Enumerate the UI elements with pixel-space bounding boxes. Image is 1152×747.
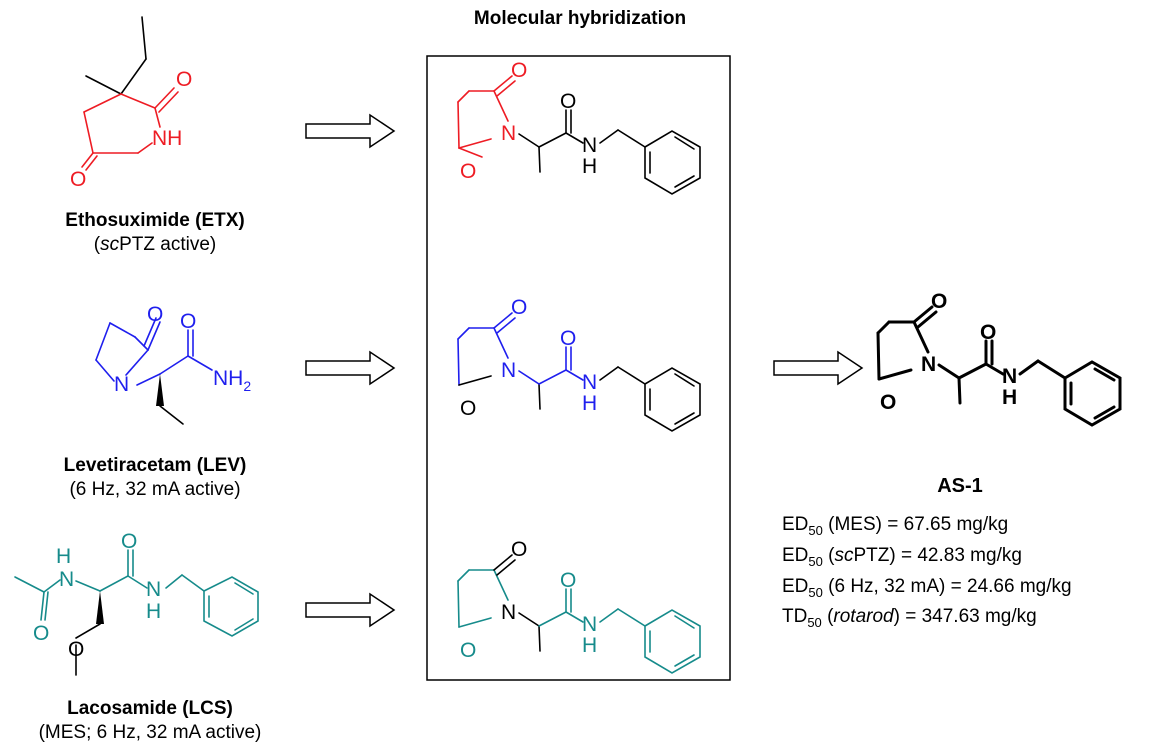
lcs-activity: (MES; 6 Hz, 32 mA active) <box>38 722 262 743</box>
as1-o2: O <box>880 391 896 414</box>
arrow-etx <box>305 114 395 148</box>
etx-label: Ethosuximide (ETX) (scPTZ active) <box>40 209 270 257</box>
as1-h: H <box>1002 386 1017 409</box>
hyb2-n2: N <box>582 371 597 394</box>
hybrid-lcs-structure <box>457 554 701 674</box>
hyb3-n: N <box>501 601 516 624</box>
hyb2-n: N <box>501 359 516 382</box>
lcs-o-acetyl: O <box>33 622 49 645</box>
hyb1-o2: O <box>460 160 476 183</box>
lev-label: Levetiracetam (LEV) (6 Hz, 32 mA active) <box>40 454 270 502</box>
lcs-o-methoxy: O <box>68 638 84 661</box>
hybrid-lev-structure <box>457 312 701 432</box>
hyb3-o2: O <box>460 639 476 662</box>
hyb2-o1: O <box>511 296 527 319</box>
lev-o-amide: O <box>180 310 196 333</box>
lcs-name: Lacosamide (LCS) <box>67 698 233 719</box>
hyb2-o2: O <box>460 397 476 420</box>
hyb3-n2: N <box>582 613 597 636</box>
as1-o1: O <box>931 290 947 313</box>
diagram-title: Molecular hybridization <box>473 8 687 29</box>
product-name: AS-1 <box>937 475 983 497</box>
hyb1-o3: O <box>560 90 576 113</box>
lcs-n2: N <box>146 578 161 601</box>
as1-o3: O <box>980 321 996 344</box>
lcs-h: H <box>56 545 71 568</box>
lcs-label: Lacosamide (LCS) (MES; 6 Hz, 32 mA activ… <box>20 697 280 745</box>
lev-n: N <box>114 373 129 396</box>
arrow-lcs <box>305 593 395 627</box>
etx-o1: O <box>176 68 192 91</box>
lcs-structure <box>14 549 259 676</box>
hyb1-h: H <box>582 155 597 178</box>
result-row-0: ED50 (MES) = 67.65 mg/kg <box>782 514 1009 538</box>
as1-structure <box>876 305 1122 427</box>
hyb1-n: N <box>501 122 516 145</box>
result-row-1: ED50 (scPTZ) = 42.83 mg/kg <box>782 544 1022 569</box>
lev-name: Levetiracetam (LEV) <box>63 455 247 476</box>
hyb3-o3: O <box>560 569 576 592</box>
hyb1-o1: O <box>511 59 527 82</box>
lcs-o-amide: O <box>121 530 137 553</box>
lcs-h2: H <box>146 600 161 623</box>
etx-o2: O <box>70 168 86 191</box>
hyb3-h: H <box>582 634 597 657</box>
as1-n2: N <box>1002 365 1017 388</box>
hybrid-etx-structure <box>457 75 701 195</box>
hyb3-o1: O <box>511 538 527 561</box>
etx-activity: (scPTZ active) <box>93 234 217 255</box>
lev-nh2: NH2 <box>213 367 251 394</box>
arrow-product <box>773 351 863 385</box>
arrow-lev <box>305 351 395 385</box>
etx-structure <box>81 16 179 171</box>
etx-nh: NH <box>152 127 182 150</box>
lev-o-ring: O <box>147 303 163 326</box>
hyb1-n2: N <box>582 134 597 157</box>
hyb2-o3: O <box>560 327 576 350</box>
results-list: ED50 (MES) = 67.65 mg/kg ED50 (scPTZ) = … <box>782 512 1072 635</box>
etx-name: Ethosuximide (ETX) <box>65 210 245 231</box>
result-row-2: ED50 (6 Hz, 32 mA) = 24.66 mg/kg <box>782 575 1072 600</box>
result-row-3: TD50 (rotarod) = 347.63 mg/kg <box>782 606 1037 631</box>
hyb2-h: H <box>582 392 597 415</box>
hybridization-box <box>426 55 731 681</box>
lev-structure <box>95 317 213 425</box>
as1-n: N <box>921 353 936 376</box>
lev-activity: (6 Hz, 32 mA active) <box>69 479 241 500</box>
lcs-n1: N <box>59 568 74 591</box>
